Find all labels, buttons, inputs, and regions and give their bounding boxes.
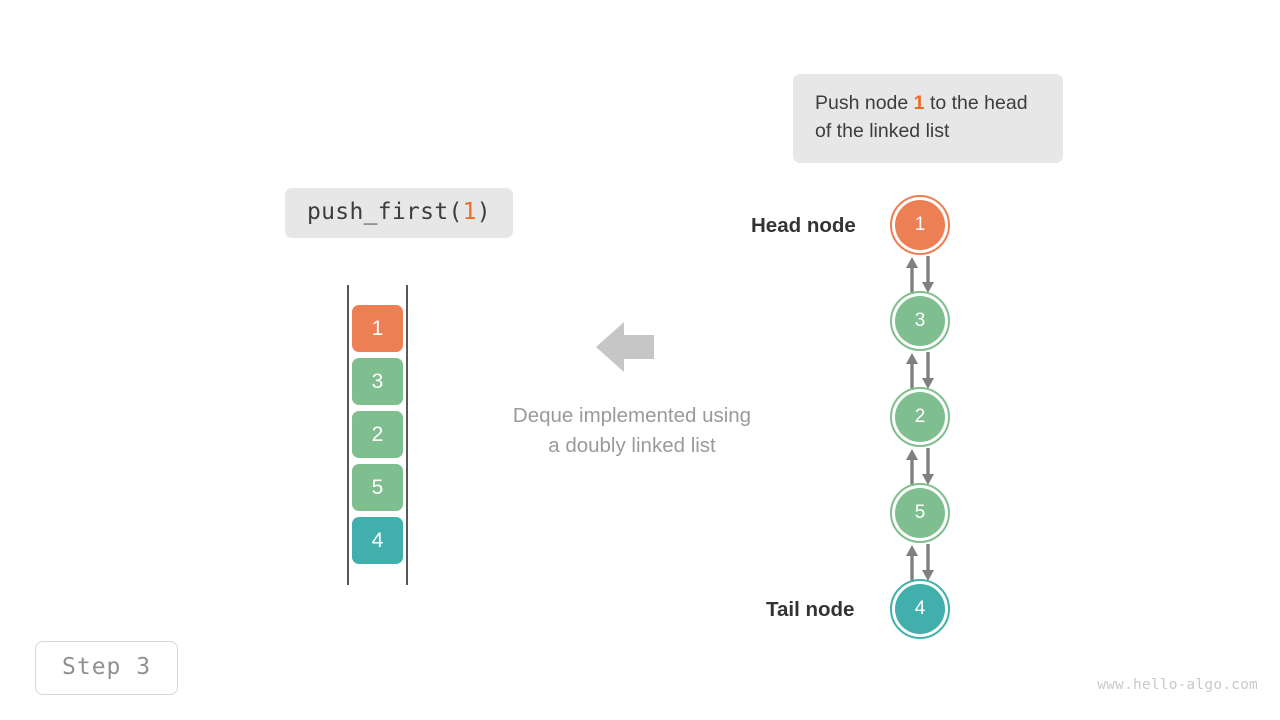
bidirectional-link-arrows-icon: [902, 544, 938, 582]
site-watermark: www.hello-algo.com: [1097, 677, 1258, 693]
operation-callout: Push node 1 to the head of the linked li…: [793, 74, 1063, 164]
list-node: 5: [890, 483, 950, 543]
list-node-value: 5: [895, 488, 945, 538]
caption-line-2: a doubly linked list: [548, 433, 716, 457]
callout-text-after: to the head of the linked list: [815, 92, 1028, 142]
op-label-argument: 1: [462, 199, 477, 225]
list-node-value: 1: [895, 200, 945, 250]
stack-cell: 2: [352, 411, 403, 458]
doubly-linked-list: 1 3 2 5 4: [890, 195, 950, 641]
list-node: 2: [890, 387, 950, 447]
callout-highlight-value: 1: [913, 92, 925, 114]
head-node-label: Head node: [751, 214, 856, 237]
stack-cell-list: 1 3 2 5 4: [352, 305, 403, 564]
list-node-value: 3: [895, 296, 945, 346]
list-node: 1: [890, 195, 950, 255]
step-badge: Step 3: [35, 641, 179, 695]
list-node-value: 2: [895, 392, 945, 442]
stack-cell: 1: [352, 305, 403, 352]
operation-label: push_first(1): [285, 188, 513, 238]
caption-line-1: Deque implemented using: [512, 404, 752, 427]
stack-cell: 3: [352, 358, 403, 405]
bidirectional-link-arrows-icon: [902, 448, 938, 486]
bidirectional-link-arrows-icon: [902, 352, 938, 390]
list-node-value: 4: [895, 584, 945, 634]
tail-node-label: Tail node: [766, 598, 855, 621]
list-node: 4: [890, 579, 950, 639]
stack-rail-right: [406, 285, 408, 585]
diagram-caption: Deque implemented using a doubly linked …: [452, 401, 812, 460]
stack-rail-left: [347, 285, 349, 585]
stack-cell: 4: [352, 517, 403, 564]
callout-text-before: Push node: [815, 92, 914, 114]
array-stack: 1 3 2 5 4: [347, 285, 408, 585]
op-label-suffix: ): [476, 199, 491, 225]
left-arrow-icon: [596, 322, 654, 372]
list-node: 3: [890, 291, 950, 351]
op-label-prefix: push_first(: [307, 199, 463, 225]
stack-cell: 5: [352, 464, 403, 511]
bidirectional-link-arrows-icon: [902, 256, 938, 294]
